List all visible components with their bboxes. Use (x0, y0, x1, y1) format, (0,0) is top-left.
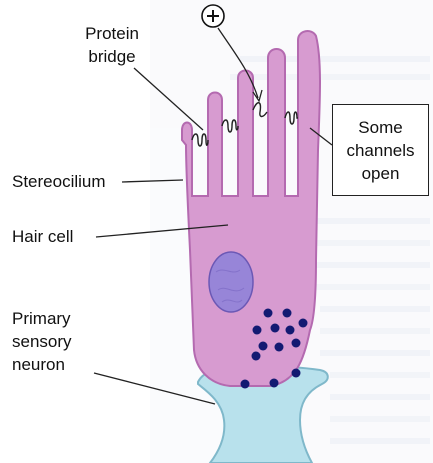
label-primary-sensory-neuron: Primary sensory neuron (12, 307, 72, 376)
nucleus (209, 252, 253, 312)
plus-circle-icon (202, 5, 224, 27)
channels-open-callout: Some channels open (332, 104, 429, 196)
label-protein-bridge: Protein bridge (64, 22, 160, 68)
label-channels-open: Some channels open (346, 116, 414, 185)
label-stereocilium: Stereocilium (12, 170, 106, 193)
label-hair-cell: Hair cell (12, 225, 73, 248)
